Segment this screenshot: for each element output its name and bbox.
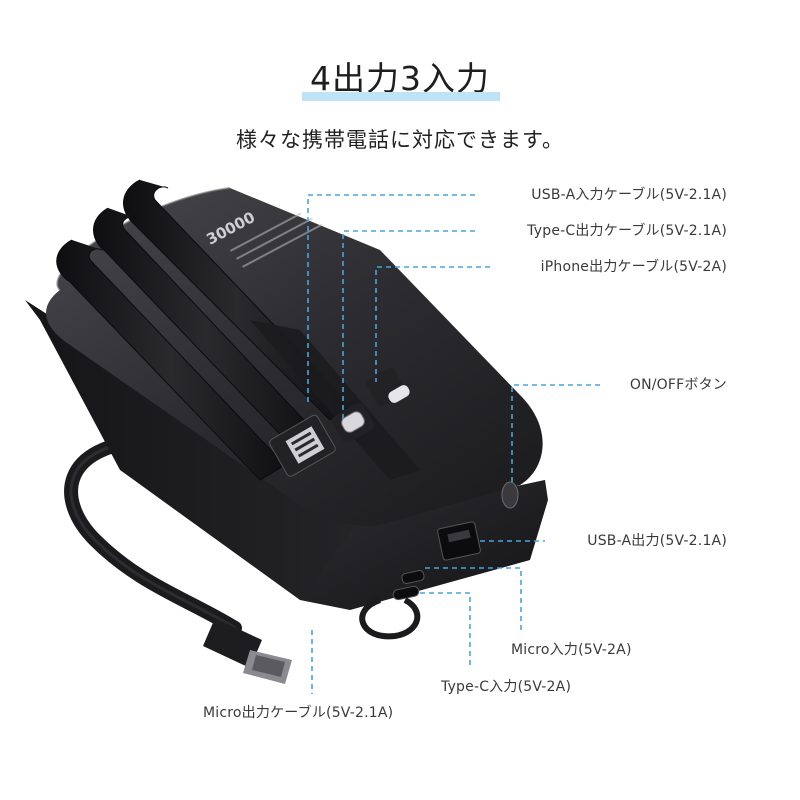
micro-output-cable — [64, 433, 292, 684]
title-underline — [302, 92, 500, 101]
leader-lines — [307, 194, 600, 694]
label-usb-a-input-cable: USB-A入力ケーブル(5V-2.1A) — [531, 187, 727, 203]
lightning-connector — [366, 367, 410, 407]
label-micro-input: Micro入力(5V-2A) — [511, 642, 632, 658]
lanyard-loop — [359, 597, 421, 640]
label-micro-output-cable: Micro出力ケーブル(5V-2.1A) — [203, 705, 394, 721]
power-button — [501, 481, 519, 509]
micro-input-port — [401, 570, 425, 584]
page-title: 4出力3入力 — [310, 59, 490, 98]
type-c-connector — [331, 402, 375, 444]
cable-straps — [56, 179, 420, 481]
power-bank-front — [300, 480, 548, 610]
label-on-off-button: ON/OFFボタン — [629, 377, 727, 393]
label-usb-a-output: USB-A出力(5V-2.1A) — [587, 533, 727, 549]
label-iphone-output-cable: iPhone出力ケーブル(5V-2A) — [540, 259, 727, 275]
page-subtitle: 様々な携帯電話に対応できます。 — [236, 128, 564, 152]
usb-a-output-port — [437, 521, 481, 561]
label-type-c-input: Type-C入力(5V-2A) — [441, 679, 572, 695]
label-type-c-output-cable: Type-C出力ケーブル(5V-2.1A) — [527, 223, 727, 239]
usb-a-connector — [269, 414, 336, 477]
